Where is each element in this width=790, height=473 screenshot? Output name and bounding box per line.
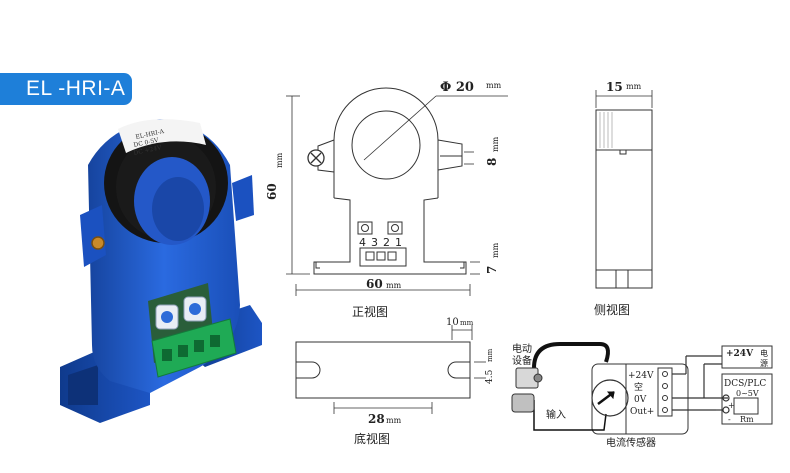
equipment-label-1: 电动 [512,342,532,355]
pin-label-2: 2 [383,236,390,249]
equipment-label-2: 设备 [512,354,532,367]
front-height-unit: mm [275,152,284,168]
rm-label: Rm [740,415,754,424]
range-label: 0~5V [736,389,759,398]
plus-label: + [728,401,735,410]
front-height-label: 60 [265,183,279,200]
supply-label: +24V [726,349,754,359]
terminal-label-2: 空 [634,381,643,393]
side-view-drawing [595,90,653,289]
terminal-label-1: +24V [628,371,654,381]
bottom-slot-width-unit: mm [460,319,474,327]
pin-label-3: 3 [371,236,378,249]
side-width-label: 15 [606,80,623,94]
bottom-spacing-unit: mm [386,416,402,425]
supply-label-3: 源 [760,359,768,368]
pin-label-4: 4 [359,236,366,249]
side-width-unit: mm [626,82,642,91]
front-slot-unit: mm [491,136,500,152]
terminal-label-4: Out+ [630,407,654,417]
front-width-unit: mm [386,281,402,290]
wiring-diagram [532,342,773,435]
minus-label: - [728,415,731,424]
bottom-spacing-label: 28 [368,412,385,426]
bottom-view-drawing [295,325,486,414]
terminal-label-3: 0V [634,395,647,405]
bottom-slot-width-label: 10 [446,317,459,328]
front-view-drawing [286,87,508,296]
bottom-view-caption: 底视图 [354,431,390,446]
front-diameter-label: Φ 20 [440,80,474,95]
pin-label-1: 1 [395,236,402,249]
model-badge-text: EL -HRI-A [26,77,126,100]
front-diameter-unit: mm [486,81,502,90]
side-view-caption: 侧视图 [594,302,630,317]
front-slot-label: 8 [485,158,499,166]
motor-icon [511,367,543,413]
product-photo: EL-HRI-A DC 0-5V DC +24V [60,119,262,423]
front-base-label: 7 [485,266,499,274]
front-view-caption: 正视图 [352,304,388,319]
bottom-slot-height-label: 4.5 [485,369,495,384]
front-width-label: 60 [366,277,383,291]
model-badge: EL -HRI-A [0,73,132,105]
dcs-label: DCS/PLC [724,379,766,389]
bottom-slot-height-unit: mm [486,348,494,362]
supply-label-2: 电 [760,348,768,358]
sensor-label: 电流传感器 [606,436,656,449]
input-label: 输入 [546,408,566,421]
front-base-unit: mm [491,242,500,258]
